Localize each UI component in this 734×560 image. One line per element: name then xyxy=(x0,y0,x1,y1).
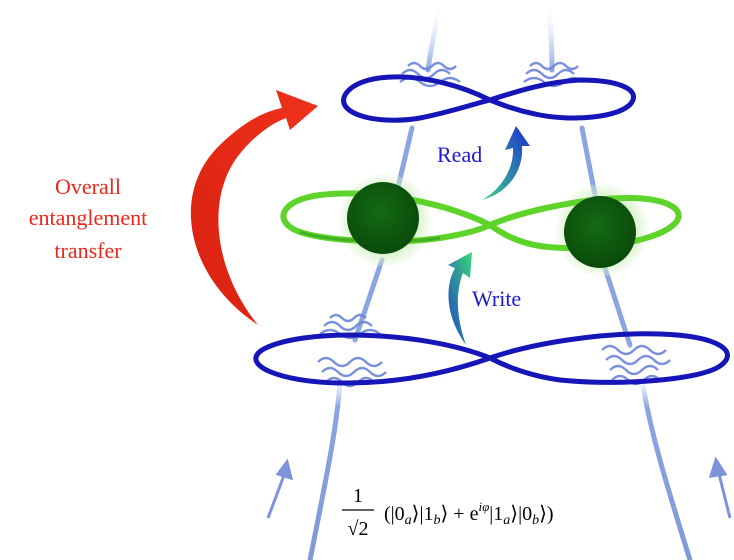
overall-label-line3: transfer xyxy=(54,238,122,263)
formula-state: (|0a⟩|1b⟩ + eiφ|1a⟩|0b⟩) xyxy=(384,499,554,528)
left-atom xyxy=(347,182,419,254)
right-atom xyxy=(564,196,636,268)
beam-paths xyxy=(310,0,690,560)
overall-transfer-arrow xyxy=(191,90,318,325)
write-arrow xyxy=(448,252,472,345)
formula-denominator: √2 xyxy=(348,518,369,540)
overall-label-line1: Overall xyxy=(55,174,121,199)
left-input-arrowhead xyxy=(278,462,291,478)
write-label: Write xyxy=(472,286,521,311)
left-top-beam xyxy=(428,0,438,70)
left-mid-beam-lower xyxy=(355,260,382,340)
right-bottom-beam xyxy=(642,380,690,560)
top-photon-loop xyxy=(344,77,634,120)
state-formula: 1 √2 (|0a⟩|1b⟩ + eiφ|1a⟩|0b⟩) xyxy=(342,485,554,540)
read-arrow xyxy=(482,126,530,200)
formula-numerator: 1 xyxy=(353,485,363,507)
left-bottom-beam xyxy=(310,380,340,560)
right-top-beam xyxy=(548,0,552,70)
read-label: Read xyxy=(437,142,482,167)
overall-label-line2: entanglement xyxy=(29,205,148,230)
right-input-arrow xyxy=(718,470,730,518)
right-input-arrowhead xyxy=(711,460,725,476)
